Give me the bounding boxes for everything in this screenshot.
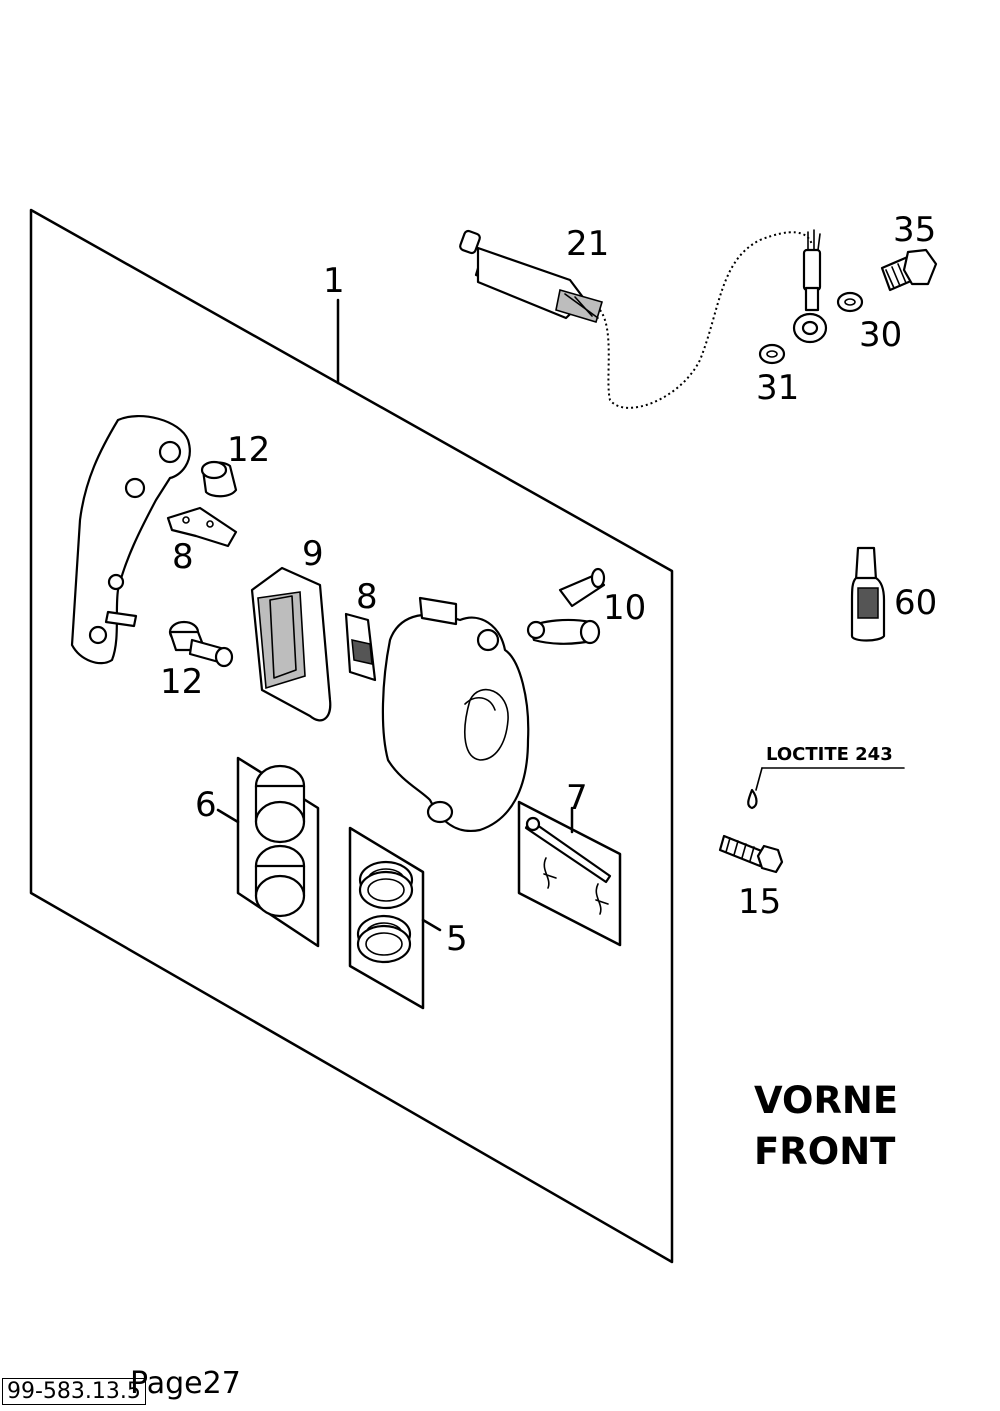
washer-31 (758, 343, 786, 365)
bleeder-valve-10 (526, 567, 606, 645)
piston-6 (254, 764, 306, 918)
loctite-label: LOCTITE 243 (766, 744, 893, 765)
part-label-6: 6 (195, 785, 217, 825)
heading-vorne: VORNE (754, 1079, 899, 1122)
loctite-bottle-60 (850, 546, 886, 642)
footer-page-number: Page27 (130, 1366, 241, 1401)
guide-pin-12-lower (168, 620, 234, 668)
pad-spring-8-upper (166, 506, 238, 548)
loctite-drop (747, 788, 758, 810)
part-label-8-right: 8 (356, 577, 378, 617)
part-label-60: 60 (894, 583, 938, 623)
part-label-35: 35 (893, 210, 937, 250)
banjo-bolt-35 (880, 248, 938, 292)
part-label-21: 21 (566, 224, 610, 264)
part-label-8-left: 8 (172, 537, 194, 577)
pad-spring-8-right (344, 612, 377, 682)
brake-pad-9 (250, 566, 332, 722)
assembly-panel (29, 208, 674, 1264)
part-label-9: 9 (302, 534, 324, 574)
footer-part-code: 99-583.13.5 (2, 1378, 146, 1405)
brake-hose-fitting (459, 229, 603, 323)
banjo-fitting (792, 229, 828, 344)
part-label-31: 31 (756, 368, 800, 408)
part-label-10: 10 (603, 588, 647, 628)
seal-kit-5 (356, 860, 414, 964)
part-label-1: 1 (323, 261, 345, 301)
caliper-body (381, 596, 530, 833)
pin-kit-7 (524, 816, 612, 915)
part-label-12-upper: 12 (227, 430, 271, 470)
bolt-15 (718, 834, 784, 874)
part-label-5: 5 (446, 919, 468, 959)
part-label-30: 30 (859, 315, 903, 355)
part-label-15: 15 (738, 882, 782, 922)
part-label-12-lower: 12 (160, 662, 204, 702)
caliper-bracket (70, 415, 191, 665)
part-label-7: 7 (566, 778, 588, 818)
washer-30 (836, 291, 864, 313)
heading-front: FRONT (754, 1130, 896, 1173)
guide-bushing-12-upper (200, 460, 238, 498)
